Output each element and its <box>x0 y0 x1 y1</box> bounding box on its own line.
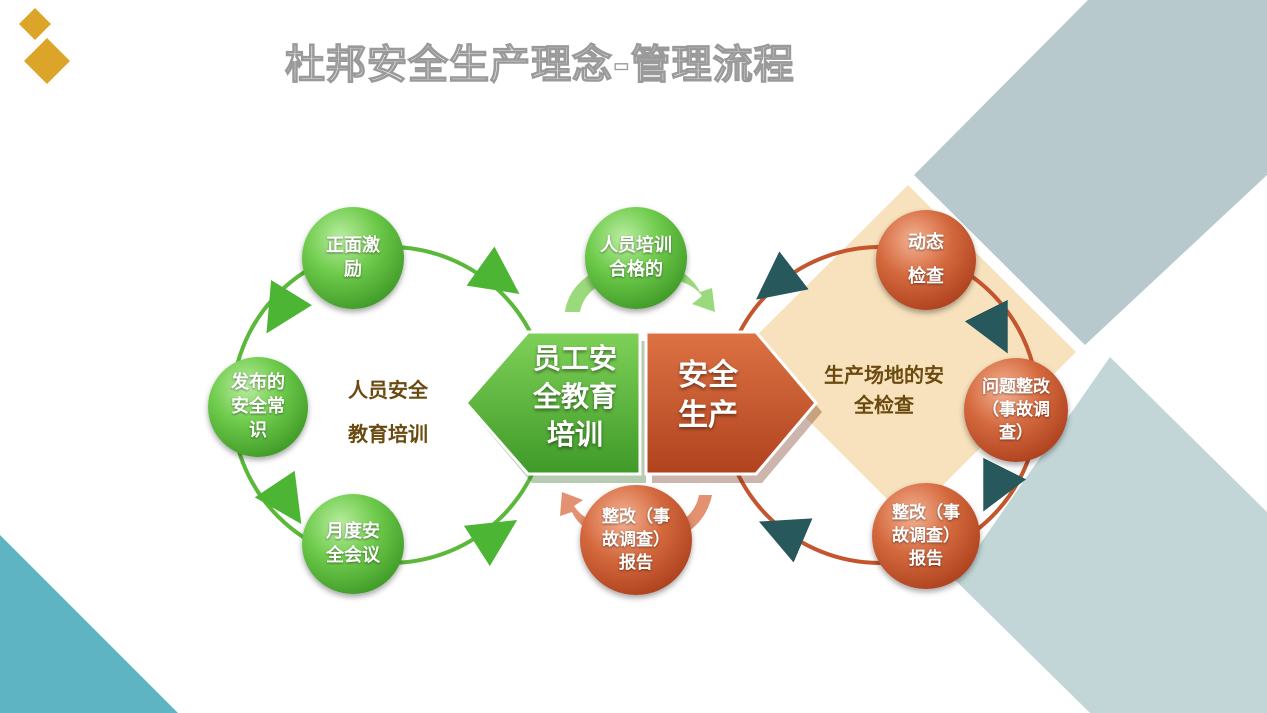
bg-grey-bottom-right <box>955 357 1267 713</box>
bg-teal-bottom-left <box>0 535 178 713</box>
node-center-rectification-report: 整改（事 故调查） 报告 <box>580 485 692 595</box>
node-problem-rectification: 问题整改 （事故调 查） <box>964 358 1068 462</box>
bg-peach-diamond <box>740 185 1076 520</box>
right-cycle-label: 生产场地的安 全检查 <box>824 363 944 417</box>
node-dynamic-check: 动态 检查 <box>876 210 976 310</box>
node-right-rectification-report: 整改（事 故调查） 报告 <box>872 483 980 589</box>
node-monthly-meeting: 月度安 全会议 <box>302 494 404 594</box>
left-cycle-label: 人员安全 教育培训 <box>348 378 428 446</box>
page-title: 杜邦安全生产理念-管理流程 <box>284 41 795 88</box>
left-ring-arrow-1 <box>466 246 520 294</box>
node-training-qualified: 人员培训 合格的 <box>585 207 687 309</box>
center-right-box-text: 安全 生产 <box>678 358 738 433</box>
logo-diamond-small <box>19 8 51 40</box>
node-positive-incentive: 正面激 励 <box>302 207 404 309</box>
right-ring-arrow-1 <box>755 251 809 300</box>
center-left-box-text: 员工安 全教育 培训 <box>532 342 617 451</box>
center-red-box <box>644 330 818 476</box>
center-green-box <box>464 330 642 476</box>
left-ring-arrow-4 <box>266 279 313 334</box>
bg-grey-top-right <box>914 0 1267 345</box>
right-ring-arrow-2 <box>964 299 1008 354</box>
right-ring-arrow-4 <box>758 518 813 563</box>
node-safety-knowledge: 发布的 安全常 识 <box>208 357 308 457</box>
logo-diamond-large <box>24 38 70 84</box>
left-ring-arrow-2 <box>463 520 518 567</box>
right-ring-arrow-3 <box>983 457 1027 512</box>
left-ring-arrow-3 <box>254 470 302 524</box>
